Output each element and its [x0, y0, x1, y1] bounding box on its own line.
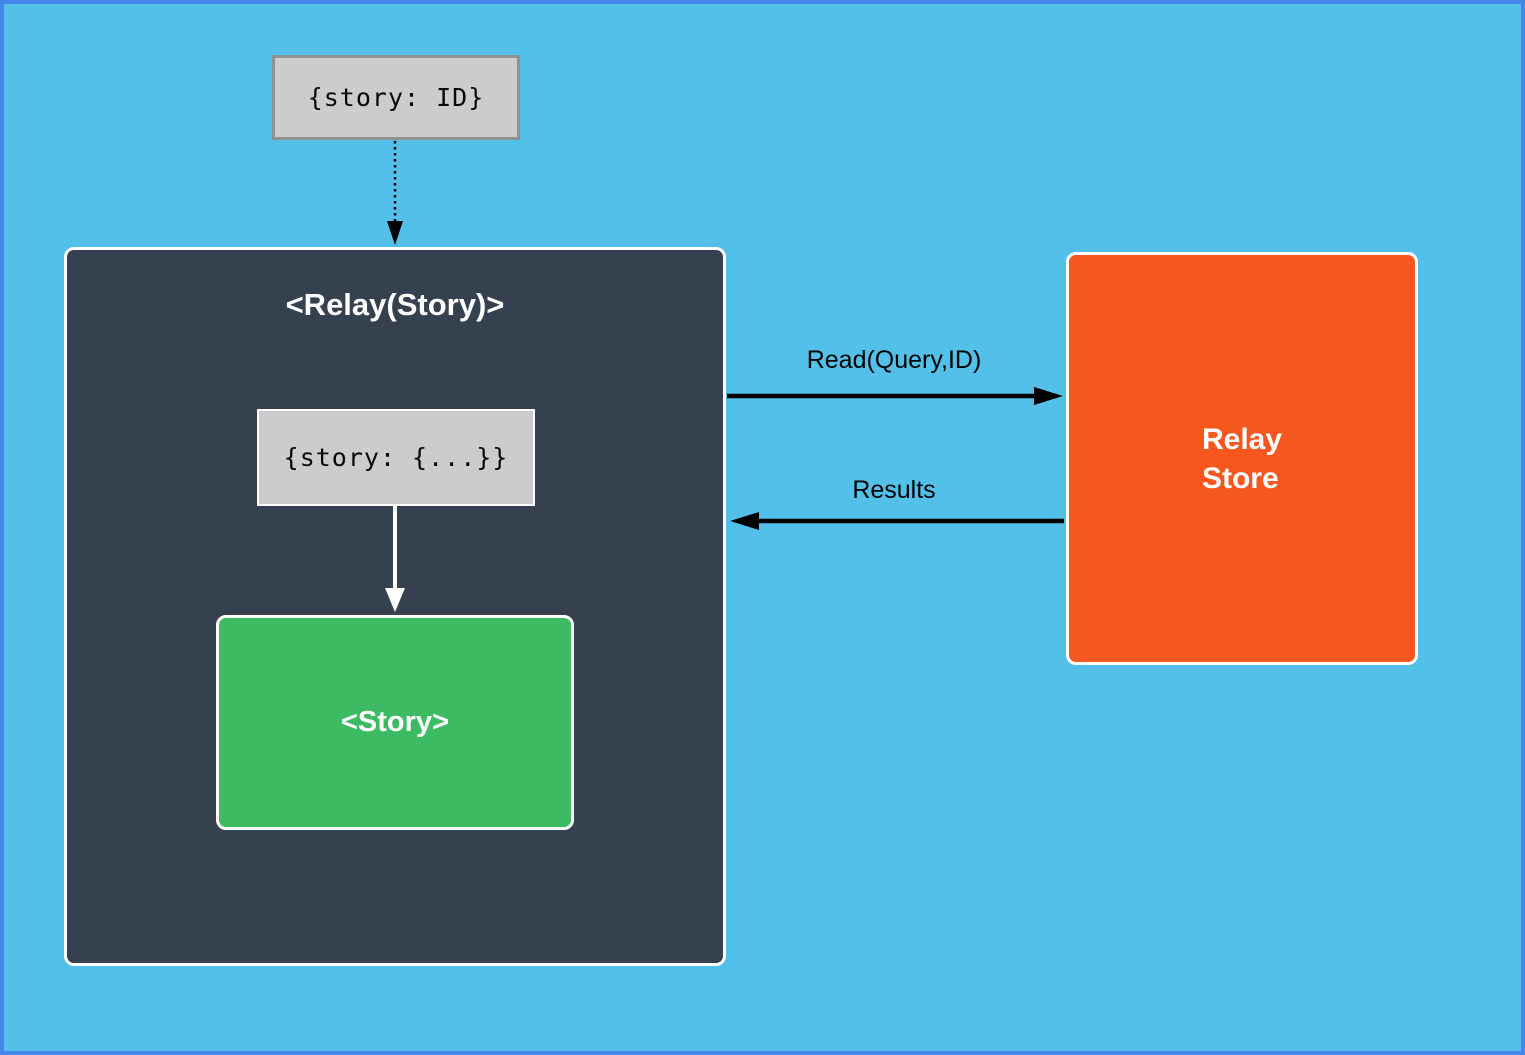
story-props-text: {story: {...}} — [283, 443, 509, 472]
results-arrow-label: Results — [852, 476, 936, 504]
results-arrow — [730, 512, 1064, 530]
read-arrow-label: Read(Query,ID) — [806, 346, 982, 374]
relay-store-label: Relay Store — [1202, 420, 1282, 498]
relay-store-label-line1: Relay — [1201, 422, 1283, 456]
story-component-box: <Story> — [216, 615, 574, 830]
story-props-box: {story: {...}} — [257, 409, 535, 506]
relay-store-box: Relay Store — [1066, 252, 1418, 665]
query-param-box: {story: ID} — [272, 55, 520, 140]
query-param-text: {story: ID} — [307, 83, 485, 112]
story-component-label: <Story> — [341, 706, 449, 738]
relay-store-label-line2: Store — [1201, 461, 1279, 495]
read-arrow — [727, 387, 1063, 405]
id-flow-arrow — [387, 141, 403, 245]
relay-story-title: <Relay(Story)> — [285, 287, 505, 322]
relay-story-container — [64, 247, 726, 966]
